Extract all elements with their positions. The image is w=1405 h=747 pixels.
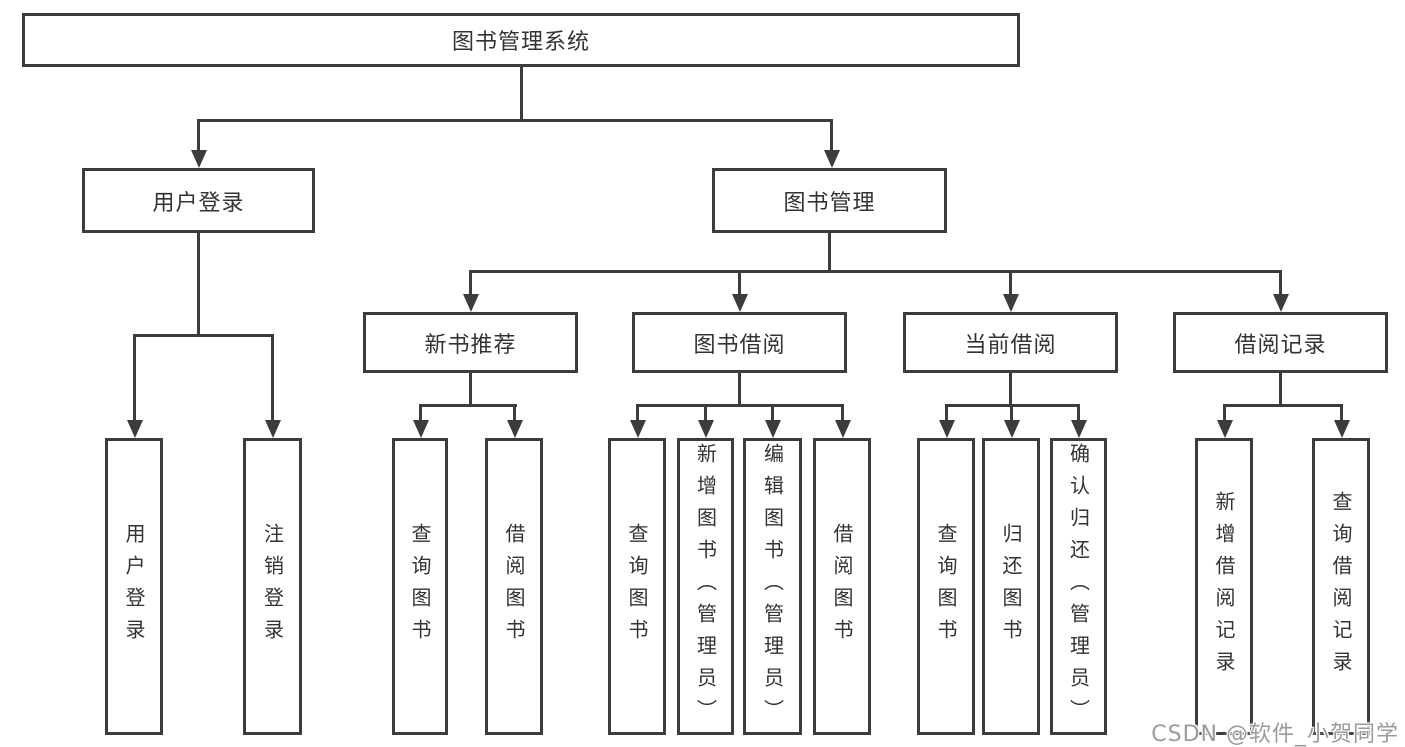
connector <box>636 404 844 407</box>
node-borrow-records: 借阅记录 <box>1173 312 1388 373</box>
arrow-down-icon <box>1217 420 1233 438</box>
arrow-down-icon <box>1071 420 1087 438</box>
connector <box>704 404 707 424</box>
connector <box>1279 373 1282 406</box>
leaf-newbook-query-books: 查询图书 <box>392 438 448 735</box>
arrow-down-icon <box>1334 420 1350 438</box>
leaf-borrow-borrow-books: 借阅图书 <box>813 438 871 735</box>
arrow-down-icon <box>698 420 714 438</box>
leaf-current-query-books: 查询图书 <box>917 438 975 735</box>
arrow-down-icon <box>732 294 748 312</box>
connector <box>738 270 741 298</box>
arrow-down-icon <box>1004 420 1020 438</box>
connector <box>771 404 774 424</box>
leaf-borrow-edit-books-admin: 编辑图书（管理员） <box>743 438 802 735</box>
connector <box>419 404 422 424</box>
arrow-down-icon <box>127 420 143 438</box>
node-new-book-recommend: 新书推荐 <box>363 312 578 373</box>
arrow-down-icon <box>1003 294 1019 312</box>
node-book-borrow: 图书借阅 <box>632 312 847 373</box>
leaf-current-confirm-return-admin: 确认归还（管理员） <box>1050 438 1107 735</box>
node-user-login: 用户登录 <box>82 168 315 233</box>
connector <box>469 270 1282 273</box>
connector <box>1223 404 1343 407</box>
connector <box>841 404 844 424</box>
connector <box>1279 270 1282 298</box>
arrow-down-icon <box>765 420 781 438</box>
connector <box>1223 404 1226 424</box>
leaf-borrow-add-books-admin: 新增图书（管理员） <box>677 438 734 735</box>
connector <box>1340 404 1343 424</box>
leaf-user-login: 用户登录 <box>105 438 163 735</box>
node-current-borrow: 当前借阅 <box>903 312 1118 373</box>
connector <box>197 119 200 154</box>
arrow-down-icon <box>939 420 955 438</box>
connector <box>945 404 948 424</box>
connector <box>738 373 741 406</box>
connector <box>419 404 517 407</box>
arrow-down-icon <box>630 420 646 438</box>
arrow-down-icon <box>463 294 479 312</box>
connector <box>1009 373 1012 406</box>
connector <box>636 404 639 424</box>
arrow-down-icon <box>824 150 840 168</box>
leaf-records-query-record: 查询借阅记录 <box>1312 438 1370 735</box>
connector <box>520 67 523 121</box>
connector <box>197 119 833 122</box>
node-book-management: 图书管理 <box>712 168 947 233</box>
leaf-borrow-query-books: 查询图书 <box>608 438 666 735</box>
connector <box>828 233 831 272</box>
arrow-down-icon <box>413 420 429 438</box>
connector <box>271 334 274 424</box>
connector <box>133 334 136 424</box>
connector <box>1010 404 1013 424</box>
arrow-down-icon <box>191 150 207 168</box>
connector <box>1009 270 1012 298</box>
node-root: 图书管理系统 <box>22 13 1020 67</box>
arrow-down-icon <box>507 420 523 438</box>
arrow-down-icon <box>265 420 281 438</box>
connector <box>513 404 516 424</box>
arrow-down-icon <box>1273 294 1289 312</box>
watermark: CSDN @软件_小贺同学 <box>1151 722 1399 747</box>
connector <box>469 270 472 298</box>
connector <box>1077 404 1080 424</box>
arrow-down-icon <box>835 420 851 438</box>
leaf-newbook-borrow-books: 借阅图书 <box>485 438 543 735</box>
leaf-current-return-books: 归还图书 <box>982 438 1040 735</box>
leaf-logout: 注销登录 <box>243 438 302 735</box>
connector <box>197 233 200 336</box>
connector <box>830 119 833 154</box>
connector <box>133 334 274 337</box>
connector <box>469 373 472 406</box>
leaf-records-add-record: 新增借阅记录 <box>1195 438 1253 735</box>
